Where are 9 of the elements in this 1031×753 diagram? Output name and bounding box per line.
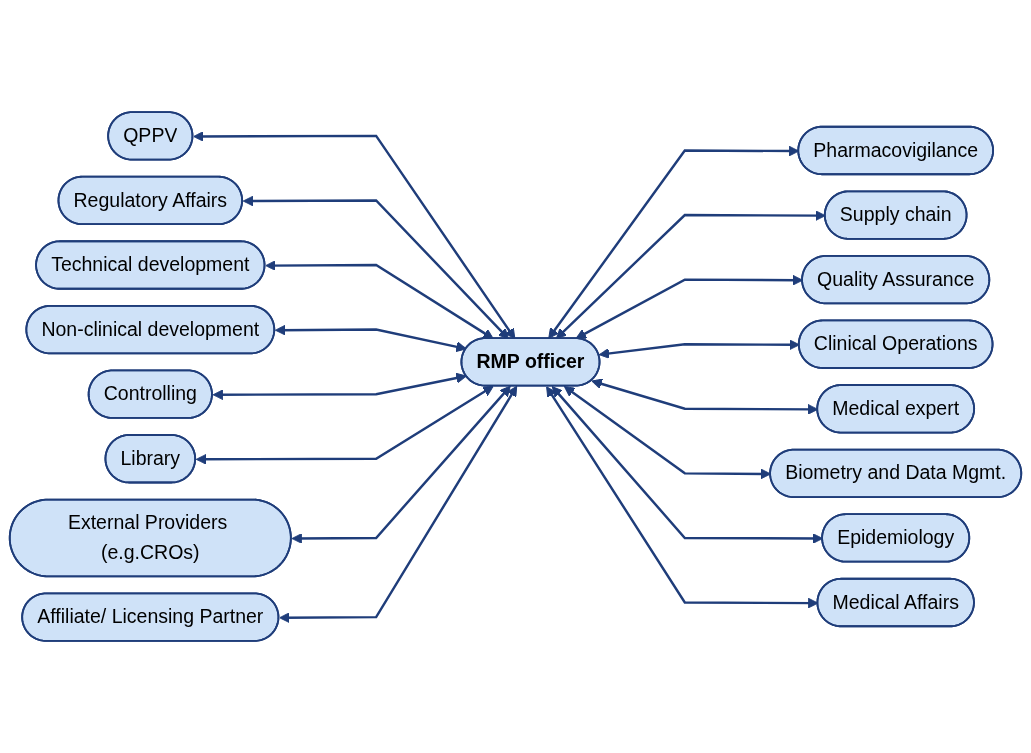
arrow (291, 385, 511, 544)
arrow (274, 324, 467, 353)
arrow (193, 131, 516, 340)
arrow (265, 260, 494, 340)
arrow (598, 339, 800, 359)
arrow (242, 195, 509, 340)
arrow (212, 372, 467, 401)
arrow (195, 385, 494, 465)
arrow (279, 385, 518, 624)
